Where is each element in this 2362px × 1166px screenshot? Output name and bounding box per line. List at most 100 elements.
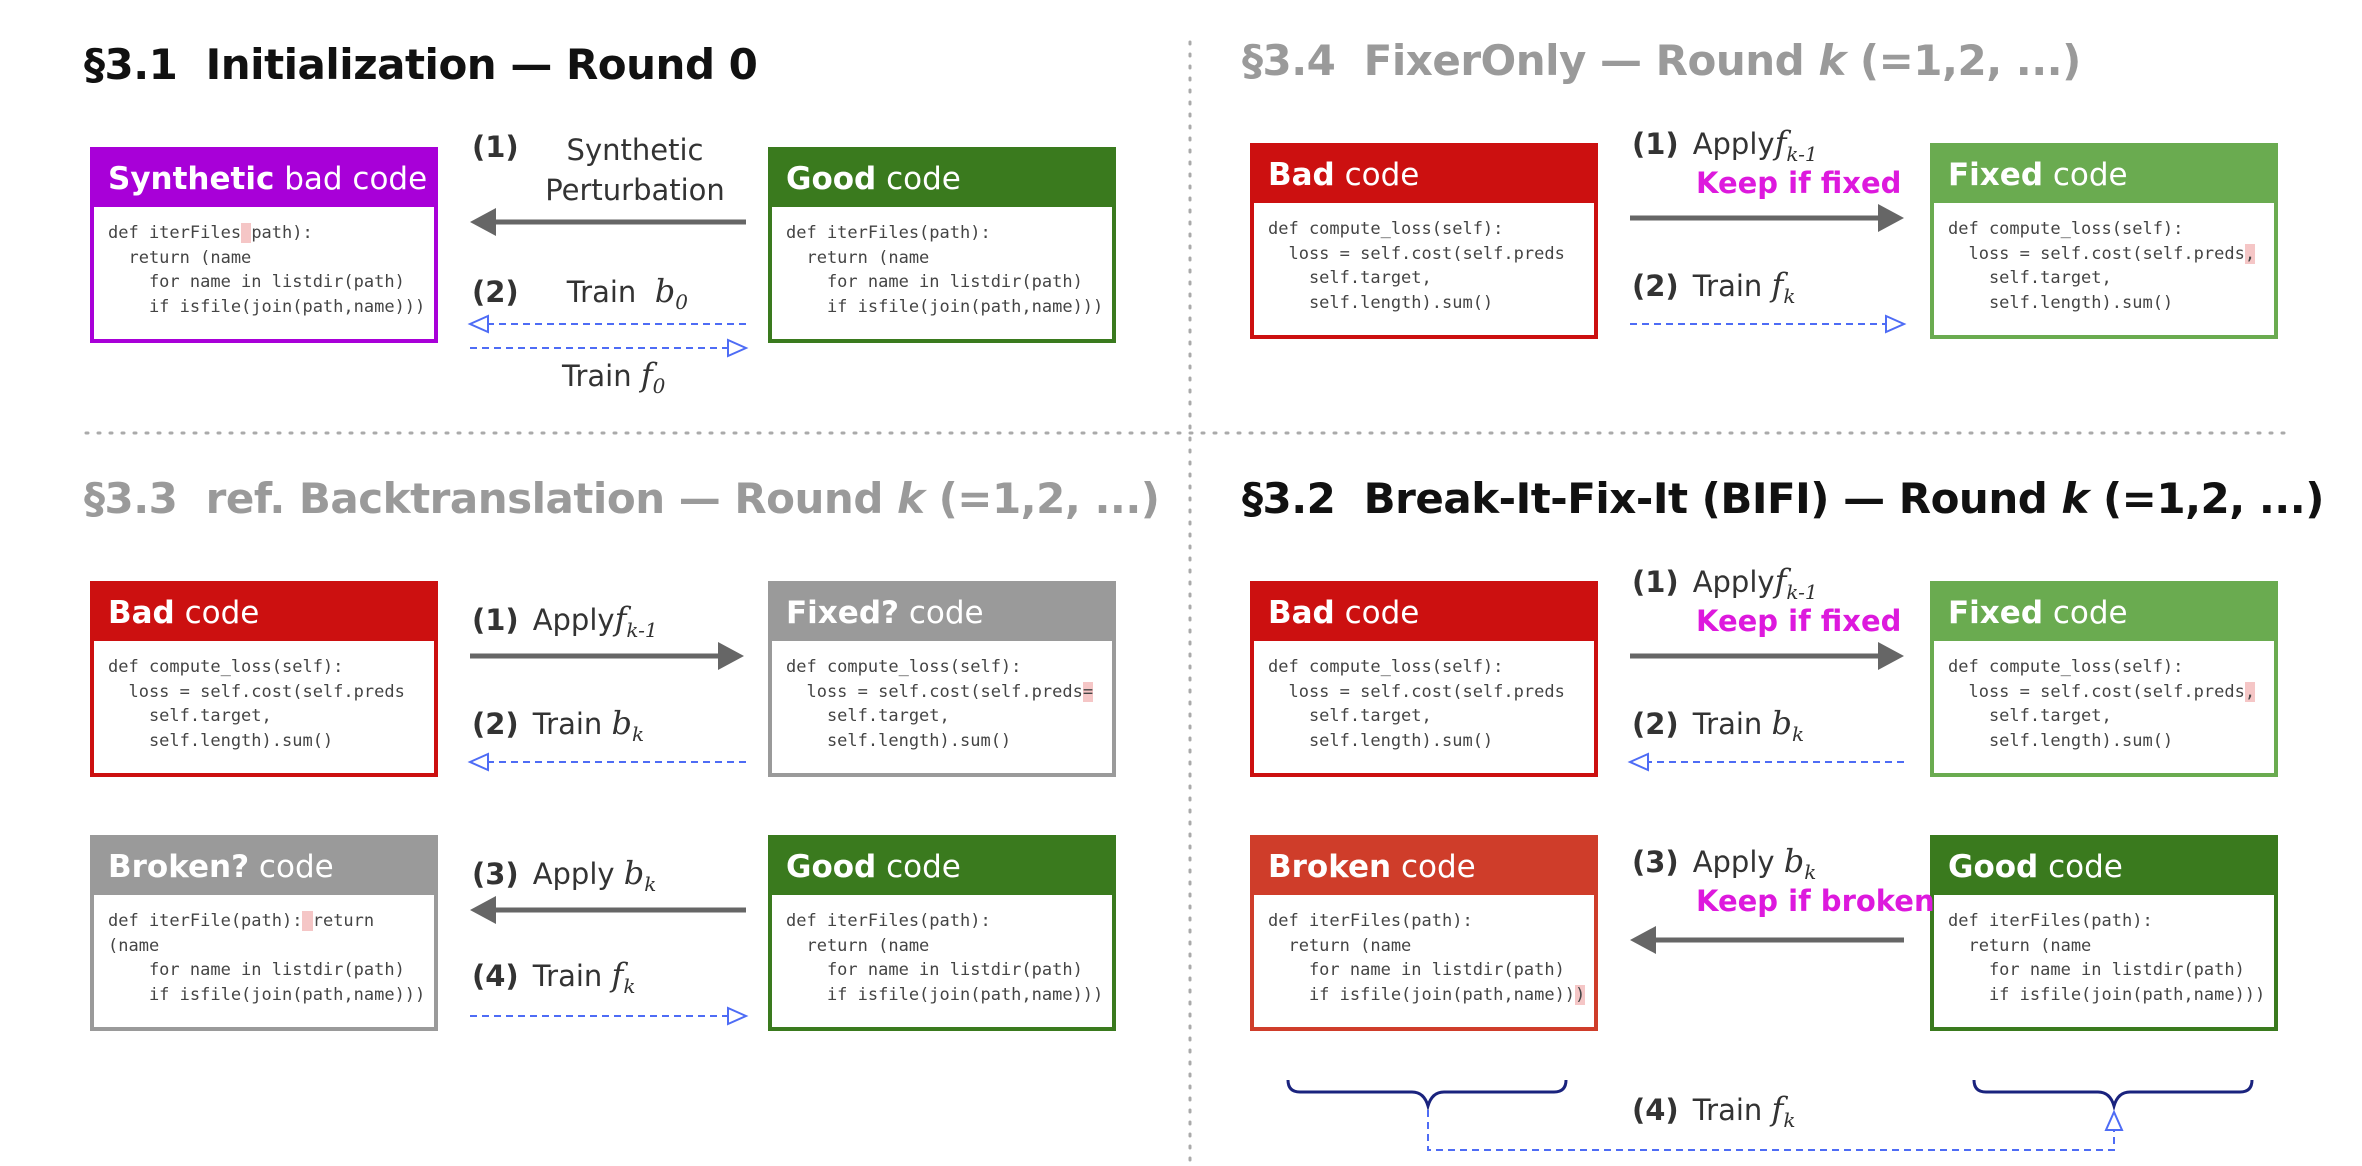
s32-keep-if-broken: Keep if broken bbox=[1696, 884, 1935, 918]
s32-arrow-train-f bbox=[1427, 1109, 2124, 1151]
header-rest: code bbox=[899, 595, 984, 631]
s31-good-box-header: Good code bbox=[772, 151, 1112, 207]
s33-title-k: k bbox=[897, 474, 925, 523]
s32-arrow-apply-f bbox=[1630, 642, 1904, 670]
header-bold: Fixed bbox=[1948, 157, 2044, 193]
s32-broken-code-box: Broken code def iterFiles(path): return … bbox=[1250, 835, 1598, 1031]
deleted-char-highlight: ) bbox=[1575, 984, 1586, 1005]
header-rest: code bbox=[1334, 157, 1420, 193]
inserted-char-highlight: , bbox=[2244, 243, 2256, 264]
step-var: f bbox=[614, 600, 627, 638]
step-var: f bbox=[1771, 266, 1784, 304]
s34-fixed-code-box: Fixed code def compute_loss(self): loss … bbox=[1930, 143, 2278, 339]
s31-arrow-train-f0 bbox=[470, 338, 749, 358]
step-num: (1) bbox=[472, 603, 519, 637]
step-sub: 0 bbox=[652, 373, 666, 398]
header-rest: code bbox=[1334, 595, 1420, 631]
s34-number: §3.4 bbox=[1242, 36, 1336, 85]
s31-step1-number: (1) bbox=[472, 130, 533, 164]
s34-title-k: k bbox=[1818, 36, 1846, 85]
header-bold: Good bbox=[786, 161, 877, 197]
header-rest: code bbox=[2038, 849, 2123, 885]
s32-step4-label: (4)Train fk bbox=[1632, 1090, 1795, 1132]
s32-broken-code: def iterFiles(path): return (name for na… bbox=[1254, 895, 1594, 1007]
step-text: Apply bbox=[1692, 565, 1775, 599]
s32-arrow-train-b bbox=[1627, 752, 1904, 772]
code-part: def compute_loss(self): bbox=[786, 657, 1022, 677]
code-part: if isfile(join(path,name)) bbox=[1268, 984, 1576, 1005]
step-sub: k bbox=[623, 973, 636, 998]
code-part: def iterFiles bbox=[108, 223, 242, 243]
code-part: loss = self.cost(self.preds bbox=[786, 681, 1083, 702]
s33-title: §3.3 ref. Backtranslation — Round k (=1,… bbox=[84, 474, 1160, 523]
s33-arrow-train-f bbox=[470, 1006, 749, 1026]
s31-step1-label: Synthetic Perturbation bbox=[530, 130, 740, 210]
code-part: self.target, self.length).sum() bbox=[1988, 268, 2174, 313]
step-num: (2) bbox=[1632, 269, 1679, 303]
header-bold: Good bbox=[1948, 849, 2039, 885]
step-num: (1) bbox=[1632, 127, 1679, 161]
header-bold: Good bbox=[786, 849, 877, 885]
step-text: Train bbox=[1692, 1093, 1763, 1127]
s34-title-a: FixerOnly — Round bbox=[1363, 36, 1819, 85]
step-sub: k-1 bbox=[626, 617, 658, 642]
s31-synthetic-code: def iterFiles path): return (name for na… bbox=[94, 207, 434, 319]
code-part: def iterFiles(path): return (name for na… bbox=[1268, 911, 1565, 980]
s31-synthetic-box-header: Synthetic bad code bbox=[94, 151, 434, 207]
step-num: (1) bbox=[472, 130, 519, 164]
step-num: (4) bbox=[472, 959, 519, 993]
s31-arrow-perturb bbox=[470, 208, 746, 236]
step-sub: k bbox=[644, 871, 657, 896]
s34-step1-label: (1)Applyfk-1 bbox=[1632, 124, 1818, 166]
s33-arrow-train-b bbox=[467, 752, 746, 772]
s32-fixed-box-header: Fixed code bbox=[1934, 585, 2274, 641]
s33-fixed-code: def compute_loss(self): loss = self.cost… bbox=[772, 641, 1112, 753]
s34-title-b: (=1,2, ...) bbox=[1845, 36, 2081, 85]
s32-arrow-apply-b bbox=[1630, 926, 1904, 954]
step-var: f bbox=[1774, 124, 1787, 162]
step-text: Train bbox=[532, 707, 603, 741]
code-part: return (name for name in listdir(path) i… bbox=[128, 247, 426, 317]
s31-step3-label: Train f0 bbox=[562, 356, 665, 398]
s31-good-code-box: Good code def iterFiles(path): return (n… bbox=[768, 147, 1116, 343]
s34-keep-if-fixed: Keep if fixed bbox=[1696, 166, 1902, 200]
step-sub: k bbox=[631, 721, 645, 746]
step-text: Train bbox=[1692, 269, 1763, 303]
header-rest: code bbox=[876, 161, 961, 197]
s33-broken-code: def iterFile(path): return (name for nam… bbox=[94, 895, 434, 1007]
step-sub: k bbox=[1804, 859, 1817, 884]
s31-synthetic-bad-code-box: Synthetic bad code def iterFiles path): … bbox=[90, 147, 438, 343]
step-var: f bbox=[1774, 562, 1787, 600]
s33-bad-code-box: Bad code def compute_loss(self): loss = … bbox=[90, 581, 438, 777]
header-rest: code bbox=[174, 595, 260, 631]
header-rest: code bbox=[249, 849, 334, 885]
s32-title-b: (=1,2, ...) bbox=[2088, 474, 2324, 523]
s32-good-box-header: Good code bbox=[1934, 839, 2274, 895]
header-rest: bad code bbox=[274, 161, 428, 197]
step-sub: k-1 bbox=[1786, 579, 1818, 604]
step-var: f bbox=[611, 956, 624, 994]
header-bold: Fixed bbox=[1948, 595, 2044, 631]
step1-line-a: Synthetic bbox=[566, 133, 704, 167]
code-part: loss = self.cost(self.preds bbox=[1948, 243, 2245, 264]
code-part: def compute_loss(self): bbox=[1948, 657, 2184, 677]
step-text: Train bbox=[532, 959, 603, 993]
step-num: (2) bbox=[472, 275, 519, 309]
s34-bad-box-header: Bad code bbox=[1254, 147, 1594, 203]
step-text: Apply bbox=[532, 857, 615, 891]
header-rest: code bbox=[1391, 849, 1476, 885]
s32-bad-code-box: Bad code def compute_loss(self): loss = … bbox=[1250, 581, 1598, 777]
s32-fixed-code-box: Fixed code def compute_loss(self): loss … bbox=[1930, 581, 2278, 777]
s34-arrow-train bbox=[1630, 314, 1907, 334]
step-var: b bbox=[623, 854, 645, 892]
s33-arrow-apply-f bbox=[470, 642, 744, 670]
step-var: b bbox=[1783, 842, 1805, 880]
header-rest: code bbox=[876, 849, 961, 885]
s33-good-code-box: Good code def iterFiles(path): return (n… bbox=[768, 835, 1116, 1031]
header-bold: Broken bbox=[1268, 849, 1392, 885]
s32-title-k: k bbox=[2061, 474, 2089, 523]
code-part: self.target, self.length).sum() bbox=[1988, 706, 2174, 751]
header-bold: Fixed? bbox=[786, 595, 899, 631]
step-sub: k-1 bbox=[1786, 141, 1818, 166]
s32-title: §3.2 Break-It-Fix-It (BIFI) — Round k (=… bbox=[1242, 474, 2324, 523]
